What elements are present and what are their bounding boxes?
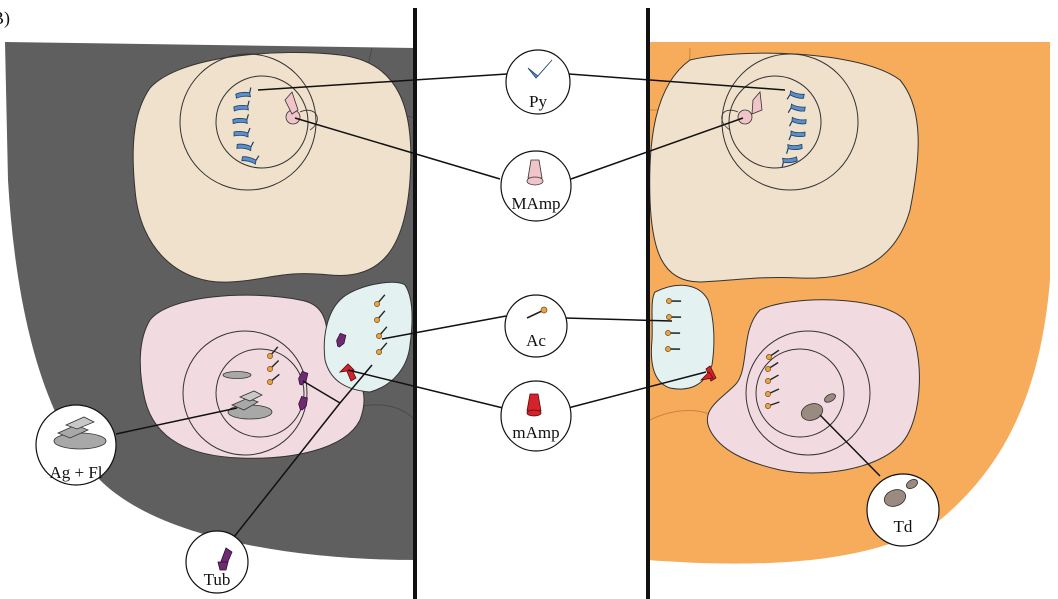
label-mamp-major: MAmp [511, 194, 560, 213]
label-tub: Tub [204, 570, 231, 589]
legend-py: Py [506, 50, 570, 114]
label-ac: Ac [526, 331, 546, 350]
minor-ampullate-spigot-icon [527, 394, 541, 416]
label-mamp-minor: mAmp [512, 423, 559, 442]
legend-mamp-major: MAmp [501, 151, 571, 221]
legend-td: Td [867, 474, 939, 546]
legend-agfl: Ag + Fl [36, 405, 116, 485]
label-py: Py [529, 92, 547, 111]
legend-mamp-minor: mAmp [501, 381, 571, 451]
right-posterior-spinneret [650, 53, 919, 282]
left-posterior-spinneret [133, 53, 411, 283]
label-td: Td [894, 517, 913, 536]
panel-label: B) [0, 8, 10, 29]
label-agfl: Ag + Fl [49, 463, 102, 482]
right-median-spinneret [651, 285, 716, 389]
right-spinneret-field [648, 42, 1050, 564]
legend-tub: Tub [186, 531, 248, 593]
legend-ac: Ac [505, 295, 567, 357]
